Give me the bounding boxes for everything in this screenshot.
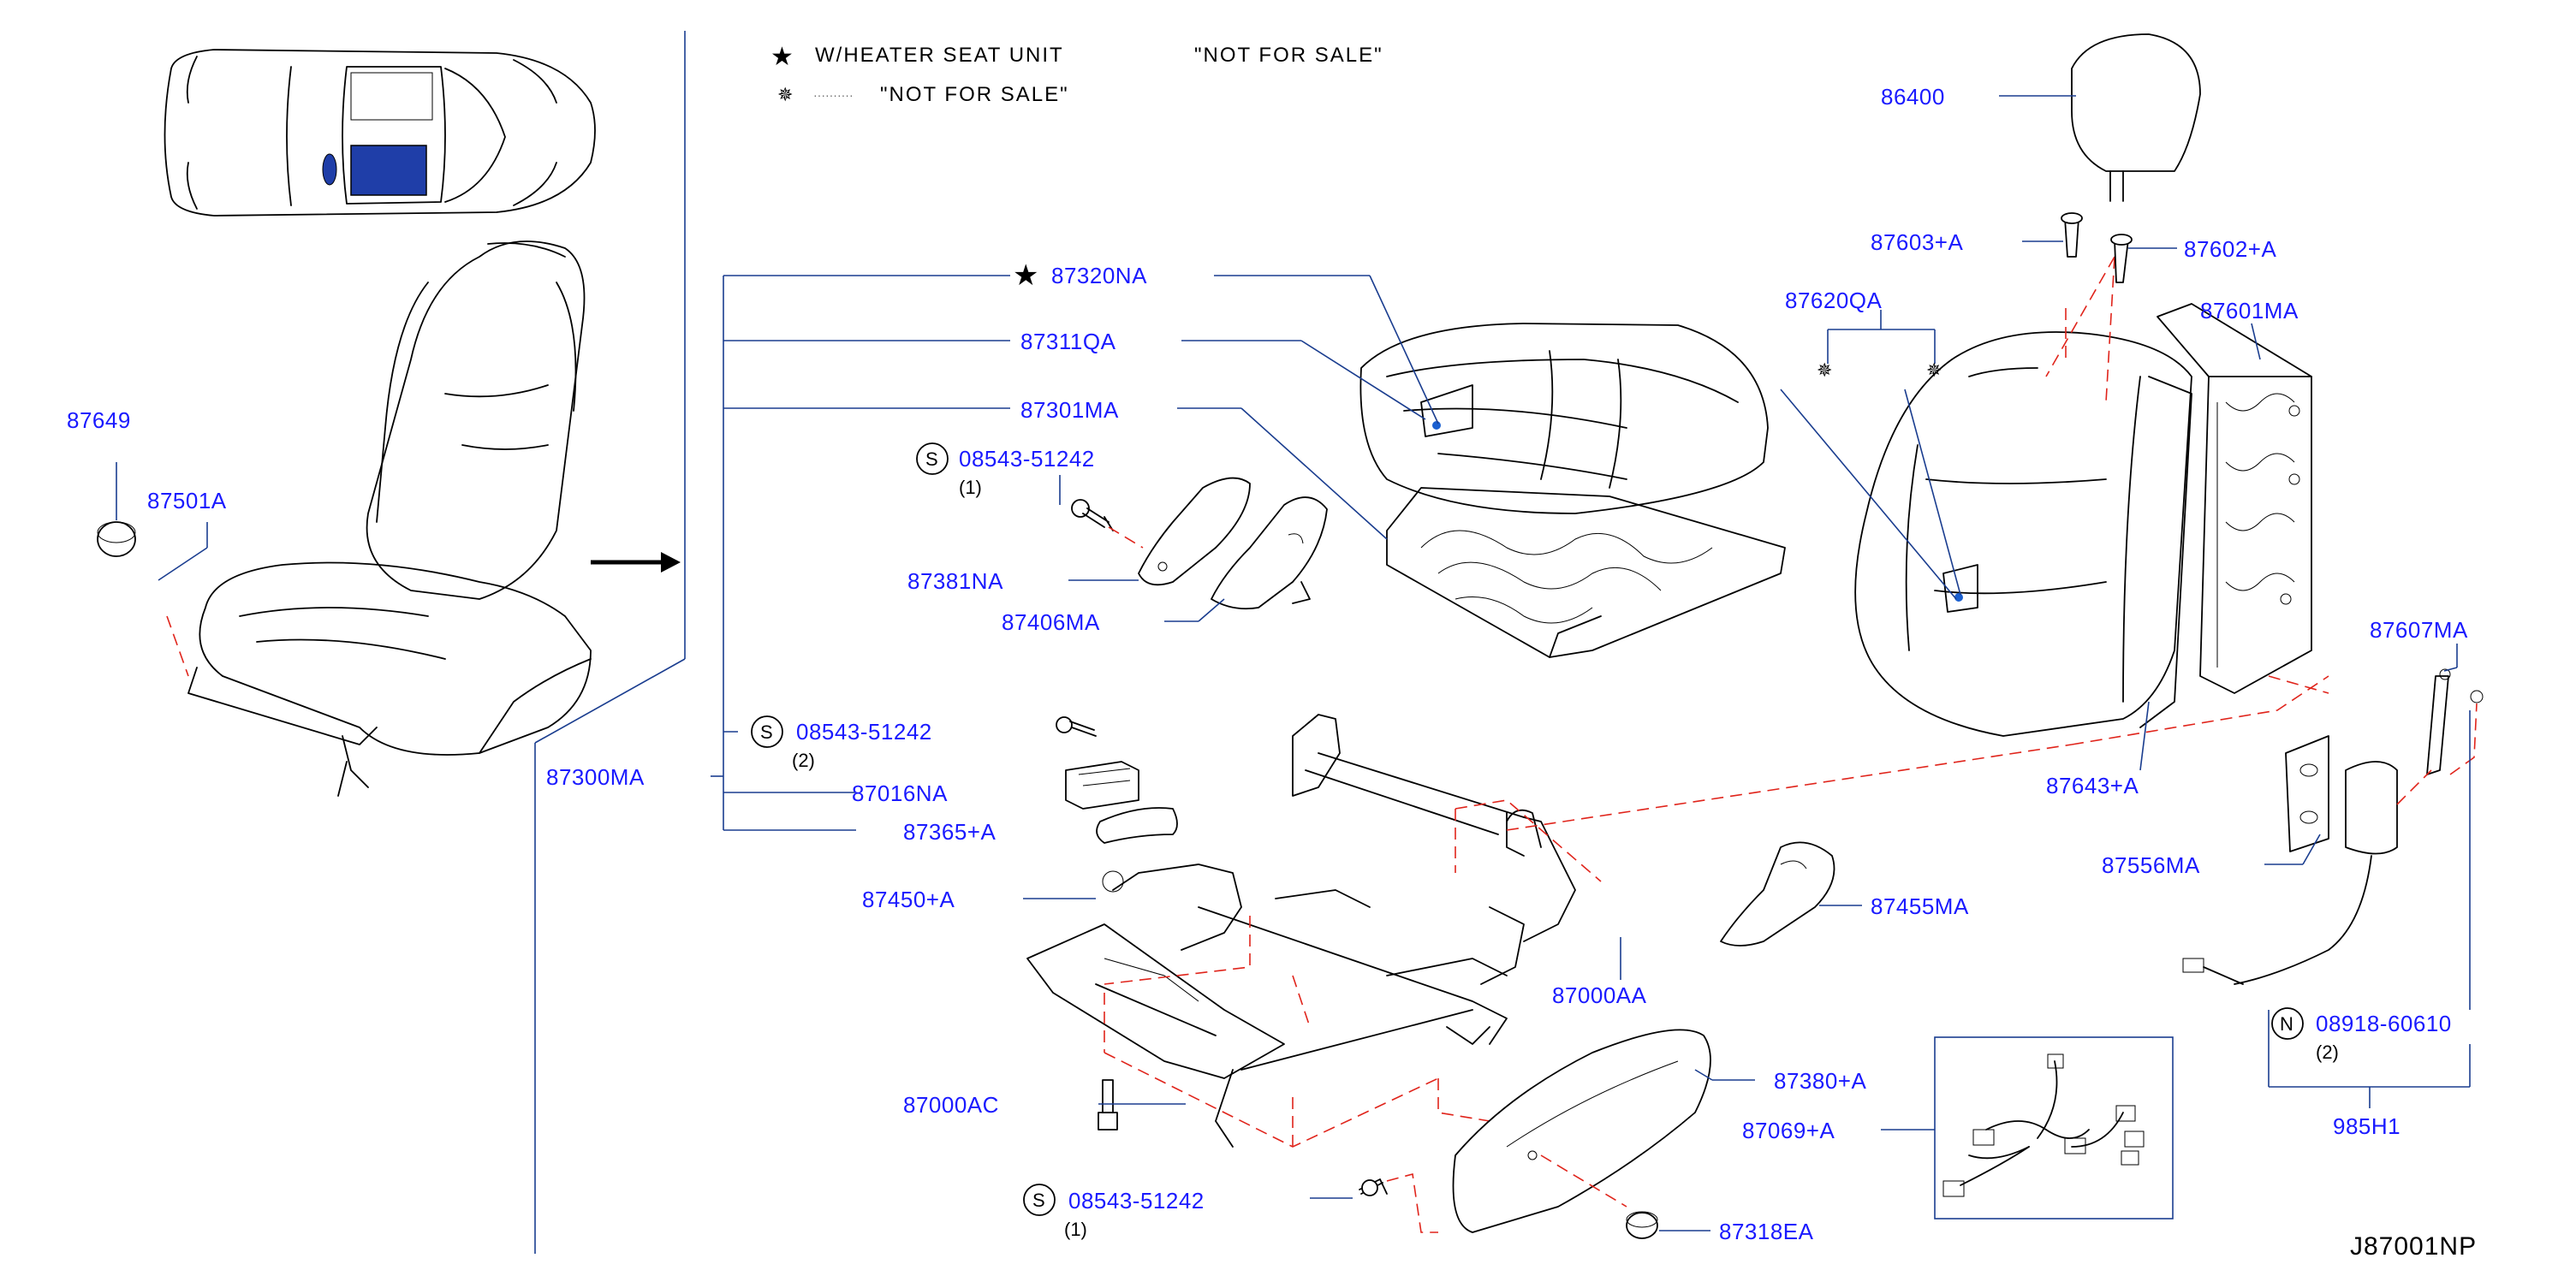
harness-box: [1934, 1036, 2174, 1220]
label-s3-code[interactable]: 08543-51242: [1068, 1188, 1205, 1214]
s-marker-3: S: [1032, 1190, 1045, 1211]
label-86400[interactable]: 86400: [1881, 84, 1945, 110]
n-circle-icon: [2271, 1007, 2304, 1040]
headrest-guides: [2061, 212, 2133, 283]
label-s1-code[interactable]: 08543-51242: [959, 446, 1095, 472]
s2-qty: (2): [792, 750, 815, 771]
legend-heater-nfs: "NOT FOR SALE": [1194, 44, 1383, 67]
label-n-code[interactable]: 08918-60610: [2316, 1011, 2452, 1036]
pad-bracket: ✵ ✵: [1817, 310, 1942, 381]
part-labels: 87649 87501A 87300MA ★ 87320NA 87311QA 8…: [67, 84, 2468, 1244]
label-985H1[interactable]: 985H1: [2333, 1113, 2400, 1139]
nfs-asterisk-icon-right: ✵: [1926, 359, 1942, 381]
label-87069A[interactable]: 87069+A: [1742, 1118, 1835, 1143]
label-87380A[interactable]: 87380+A: [1774, 1068, 1866, 1094]
label-87381NA[interactable]: 87381NA: [907, 568, 1003, 594]
label-87455MA[interactable]: 87455MA: [1871, 893, 1969, 919]
label-87607MA[interactable]: 87607MA: [2370, 617, 2468, 643]
nfs-asterisk-icon: ✵: [777, 84, 793, 105]
n-qty: (2): [2316, 1042, 2339, 1063]
label-87320NA[interactable]: 87320NA: [1051, 263, 1147, 288]
label-87556MA[interactable]: 87556MA: [2102, 852, 2200, 878]
bolt-87000AC: [1098, 1079, 1118, 1131]
label-87643A[interactable]: 87643+A: [2046, 773, 2139, 798]
back-dashed-links: [2045, 256, 2115, 403]
legend: ★ W/HEATER SEAT UNIT "NOT FOR SALE" ✵ ··…: [770, 43, 1383, 106]
label-87601MA[interactable]: 87601MA: [2200, 298, 2299, 323]
s-marker-2: S: [760, 721, 773, 743]
label-87603A[interactable]: 87603+A: [1871, 229, 1963, 255]
seat-frame: [1026, 714, 1576, 1148]
label-87000AA[interactable]: 87000AA: [1552, 982, 1647, 1008]
selected-seat-marker: [350, 145, 427, 196]
s-circle-icon: [1023, 1184, 1056, 1216]
label-87649[interactable]: 87649: [67, 407, 131, 433]
arrow-icon: [591, 552, 681, 573]
heater-connector-dot: [1432, 421, 1441, 430]
front-covers: [1071, 477, 1328, 610]
cover-87455MA: [1720, 841, 1835, 947]
legend-dots: ··········: [813, 88, 854, 102]
s-marker-1: S: [925, 448, 938, 470]
frame-dashed-links: [1104, 675, 2329, 1148]
heater-connector-dot-back: [1954, 593, 1963, 602]
switch-group: [1056, 716, 1178, 844]
heater-star-icon-87320NA: ★: [1013, 259, 1039, 292]
s-circle-icon: [916, 442, 949, 475]
seat-cushion: [1359, 323, 1786, 658]
car-top-view: [164, 49, 596, 217]
legend-nfs-text: "NOT FOR SALE": [880, 83, 1069, 106]
label-87300MA[interactable]: 87300MA: [546, 764, 645, 790]
legend-heater-text: W/HEATER SEAT UNIT: [815, 44, 1064, 67]
n-marker: N: [2280, 1013, 2293, 1035]
s-circle-icon: [751, 715, 783, 748]
label-87406MA[interactable]: 87406MA: [1002, 609, 1100, 635]
label-87450A[interactable]: 87450+A: [862, 887, 955, 912]
label-87365A[interactable]: 87365+A: [903, 819, 996, 845]
label-87620QA[interactable]: 87620QA: [1785, 288, 1883, 313]
side-cover-group: [1359, 1029, 1711, 1239]
s3-qty: (1): [1064, 1219, 1087, 1240]
label-87000AC[interactable]: 87000AC: [903, 1092, 999, 1118]
label-s2-code[interactable]: 08543-51242: [796, 719, 932, 745]
label-87501A[interactable]: 87501A: [147, 488, 227, 513]
seat-back: [1854, 331, 2192, 737]
headrest: [2071, 33, 2201, 202]
nfs-asterisk-icon-left: ✵: [1817, 359, 1832, 381]
label-87301MA[interactable]: 87301MA: [1020, 397, 1119, 423]
diagram-code: J87001NP: [2350, 1232, 2477, 1261]
knob-87649: [97, 462, 208, 677]
label-87602A[interactable]: 87602+A: [2184, 236, 2276, 262]
assembled-seat: [187, 240, 592, 797]
bracket-tree: [711, 275, 1010, 831]
label-87311QA[interactable]: 87311QA: [1020, 329, 1116, 354]
label-87016NA[interactable]: 87016NA: [852, 780, 948, 806]
s1-qty: (1): [959, 477, 982, 498]
heater-star-icon: ★: [770, 43, 794, 71]
leader-lines: [1023, 95, 2471, 1231]
back-frame: [2157, 303, 2312, 694]
label-87318EA[interactable]: 87318EA: [1719, 1219, 1814, 1244]
airbag-module: [2182, 668, 2484, 985]
